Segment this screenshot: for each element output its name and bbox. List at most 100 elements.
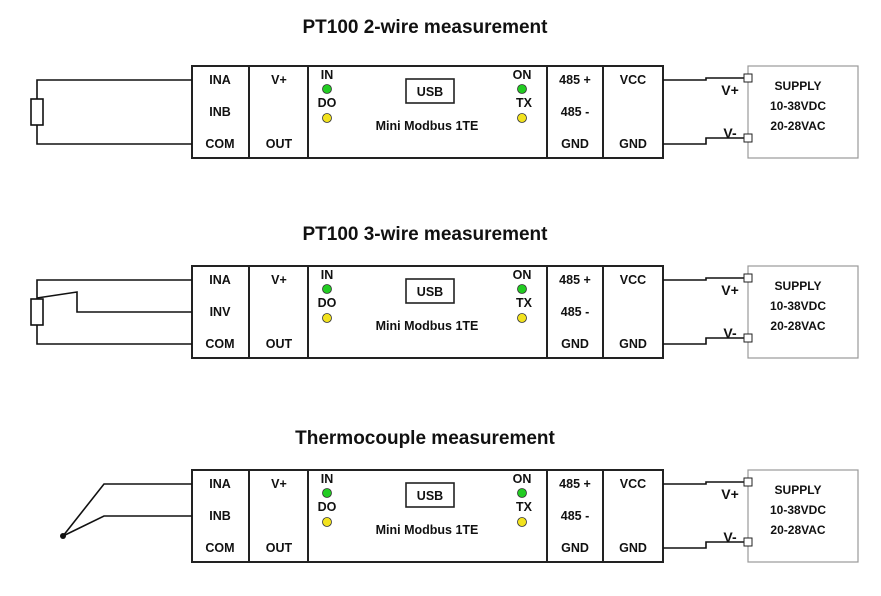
rs485-terminal-label: 485 + xyxy=(559,73,591,87)
led-label-tx: TX xyxy=(516,296,533,310)
resistor-icon xyxy=(30,98,44,126)
led-on-icon xyxy=(517,284,527,294)
input-terminal-label: COM xyxy=(205,541,234,555)
supply-ac-range: 20-28VAC xyxy=(770,119,825,133)
power-terminal-label: VCC xyxy=(620,273,646,287)
wiring-diagram-2: PT100 3-wire measurementINAINVCOMV+OUT48… xyxy=(30,224,859,359)
led-label-do: DO xyxy=(318,500,337,514)
usb-port-icon xyxy=(405,482,455,508)
output-terminal-label: OUT xyxy=(266,137,293,151)
output-terminal-label: OUT xyxy=(266,337,293,351)
rs485-terminal-label: 485 - xyxy=(561,105,590,119)
supply-title: SUPPLY xyxy=(775,79,822,93)
led-label-tx: TX xyxy=(516,96,533,110)
power-terminal-label: GND xyxy=(619,337,647,351)
usb-label: USB xyxy=(417,489,443,503)
led-label-do: DO xyxy=(318,96,337,110)
usb-port-icon xyxy=(405,278,455,304)
supply-dc-range: 10-38VDC xyxy=(770,99,826,113)
output-terminal-label: V+ xyxy=(271,477,287,491)
sensor-wire xyxy=(36,279,192,299)
vcc-wire xyxy=(663,77,744,81)
led-label-in: IN xyxy=(321,68,334,82)
supply-ac-range: 20-28VAC xyxy=(770,319,825,333)
led-do-icon xyxy=(322,113,332,123)
sensor-wire xyxy=(36,79,192,99)
power-terminal-label: GND xyxy=(619,541,647,555)
led-label-in: IN xyxy=(321,268,334,282)
resistor-icon xyxy=(30,298,44,326)
rs485-terminal-label: GND xyxy=(561,337,589,351)
thermocouple-wire xyxy=(62,483,192,537)
vcc-wire xyxy=(663,277,744,281)
supply-pin-label-neg: V- xyxy=(723,529,737,545)
power-terminal-label: GND xyxy=(619,137,647,151)
led-do-icon xyxy=(322,517,332,527)
led-label-on: ON xyxy=(513,268,532,282)
led-tx-icon xyxy=(517,313,527,323)
supply-pin-label-neg: V- xyxy=(723,325,737,341)
supply-pin-icon xyxy=(743,73,753,83)
output-terminal-label: V+ xyxy=(271,73,287,87)
supply-box xyxy=(747,265,859,359)
supply-pin-label-pos: V+ xyxy=(721,282,739,298)
device-name: Mini Modbus 1TE xyxy=(376,523,479,537)
input-terminal-label: COM xyxy=(205,137,234,151)
thermocouple-junction-icon xyxy=(60,533,66,539)
usb-label: USB xyxy=(417,85,443,99)
gnd-wire xyxy=(663,337,744,345)
diagram-title: PT100 2-wire measurement xyxy=(302,17,548,38)
output-terminal-label: V+ xyxy=(271,273,287,287)
supply-dc-range: 10-38VDC xyxy=(770,299,826,313)
led-in-icon xyxy=(322,84,332,94)
vcc-wire xyxy=(663,481,744,485)
led-in-icon xyxy=(322,284,332,294)
rs485-terminal-label: 485 + xyxy=(559,477,591,491)
led-in-icon xyxy=(322,488,332,498)
diagram-title: Thermocouple measurement xyxy=(295,428,555,449)
input-terminal-label: INA xyxy=(209,73,231,87)
power-terminal-label: VCC xyxy=(620,73,646,87)
input-terminal-label: INA xyxy=(209,273,231,287)
rs485-terminal-label: 485 + xyxy=(559,273,591,287)
sensor-wire xyxy=(36,291,192,313)
output-terminal-label: OUT xyxy=(266,541,293,555)
input-terminal-label: INB xyxy=(209,509,231,523)
supply-pin-icon xyxy=(743,333,753,343)
led-on-icon xyxy=(517,488,527,498)
supply-pin-icon xyxy=(743,273,753,283)
usb-label: USB xyxy=(417,285,443,299)
supply-box xyxy=(747,469,859,563)
supply-title: SUPPLY xyxy=(775,279,822,293)
input-terminal-label: INB xyxy=(209,105,231,119)
supply-pin-label-pos: V+ xyxy=(721,82,739,98)
usb-port-icon xyxy=(405,78,455,104)
supply-pin-icon xyxy=(743,537,753,547)
rs485-terminal-label: 485 - xyxy=(561,509,590,523)
led-label-do: DO xyxy=(318,296,337,310)
supply-pin-icon xyxy=(743,477,753,487)
supply-ac-range: 20-28VAC xyxy=(770,523,825,537)
led-label-in: IN xyxy=(321,472,334,486)
led-tx-icon xyxy=(517,113,527,123)
led-tx-icon xyxy=(517,517,527,527)
thermocouple-wire xyxy=(62,515,192,537)
device-name: Mini Modbus 1TE xyxy=(376,319,479,333)
led-label-on: ON xyxy=(513,472,532,486)
rs485-terminal-label: GND xyxy=(561,541,589,555)
gnd-wire xyxy=(663,137,744,145)
diagram-title: PT100 3-wire measurement xyxy=(302,224,548,245)
sensor-wire xyxy=(36,325,192,345)
supply-pin-icon xyxy=(743,133,753,143)
input-terminal-label: INA xyxy=(209,477,231,491)
device-name: Mini Modbus 1TE xyxy=(376,119,479,133)
led-label-tx: TX xyxy=(516,500,533,514)
led-on-icon xyxy=(517,84,527,94)
led-do-icon xyxy=(322,313,332,323)
input-terminal-label: INV xyxy=(210,305,232,319)
supply-pin-label-pos: V+ xyxy=(721,486,739,502)
supply-dc-range: 10-38VDC xyxy=(770,503,826,517)
